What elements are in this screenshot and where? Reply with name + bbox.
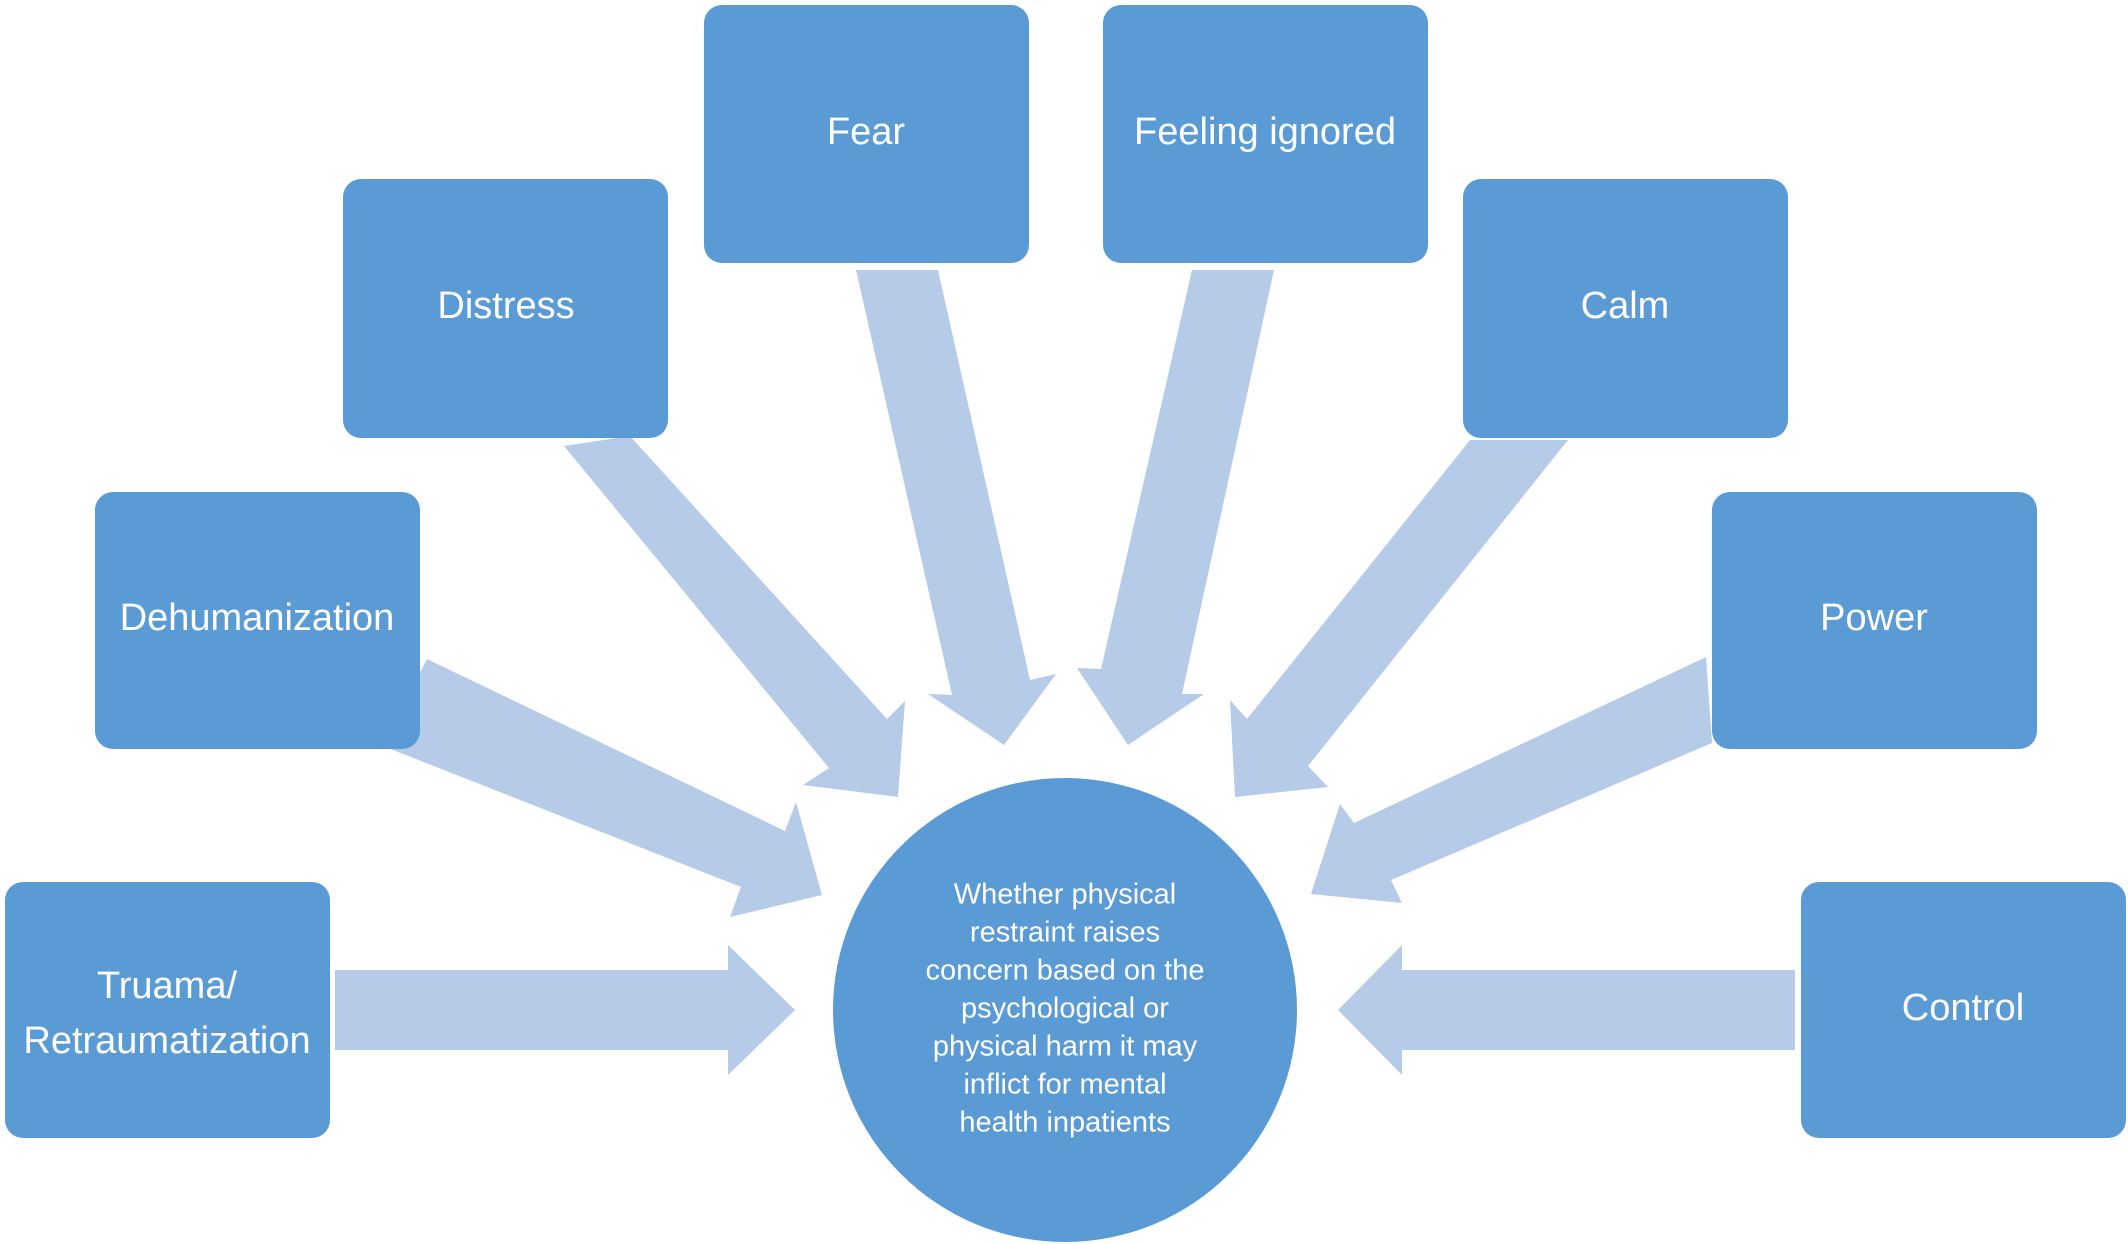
factor-box-calm: Calm	[1463, 179, 1788, 438]
arrow-power	[1311, 657, 1712, 903]
factor-box-fear: Fear	[704, 5, 1029, 263]
arrow-distress	[564, 436, 905, 797]
center-text-line6: inflict for mental	[963, 1069, 1166, 1101]
arrow-fear	[856, 270, 1056, 745]
factor-label-power: Power	[1820, 597, 1928, 639]
factor-box-truama: Truama/ Retraumatization	[5, 882, 330, 1138]
center-text-line7: health inpatients	[959, 1107, 1170, 1139]
factor-box-dehumanization: Dehumanization	[95, 492, 420, 749]
arrow-truama	[335, 945, 795, 1075]
factor-box-distress: Distress	[343, 179, 668, 438]
center-text-line3: concern based on the	[926, 955, 1205, 987]
factor-label-dehumanization: Dehumanization	[120, 597, 395, 639]
center-text-line5: physical harm it may	[933, 1031, 1198, 1063]
arrow-control	[1338, 945, 1795, 1075]
factor-label-feeling-ignored: Feeling ignored	[1134, 111, 1396, 153]
factor-label-fear: Fear	[827, 111, 905, 153]
factor-label-truama-line2: Retraumatization	[23, 1020, 310, 1062]
arrows	[335, 270, 1795, 1075]
center-concept: Whether physical restraint raises concer…	[833, 778, 1297, 1242]
arrow-feeling-ignored	[1077, 270, 1274, 745]
center-text-line2: restraint raises	[970, 917, 1160, 949]
factor-box-power: Power	[1712, 492, 2037, 749]
factor-box-feeling-ignored: Feeling ignored	[1103, 5, 1428, 263]
arrow-dehumanization	[383, 659, 822, 917]
center-text-line1: Whether physical	[954, 879, 1176, 911]
factor-label-distress: Distress	[437, 285, 574, 327]
arrow-calm	[1230, 440, 1568, 797]
factor-label-control: Control	[1902, 987, 2025, 1029]
center-text-line4: psychological or	[961, 993, 1169, 1025]
factor-box-control: Control	[1801, 882, 2126, 1138]
factor-label-calm: Calm	[1581, 285, 1670, 327]
factor-label-truama-line1: Truama/	[97, 965, 238, 1007]
